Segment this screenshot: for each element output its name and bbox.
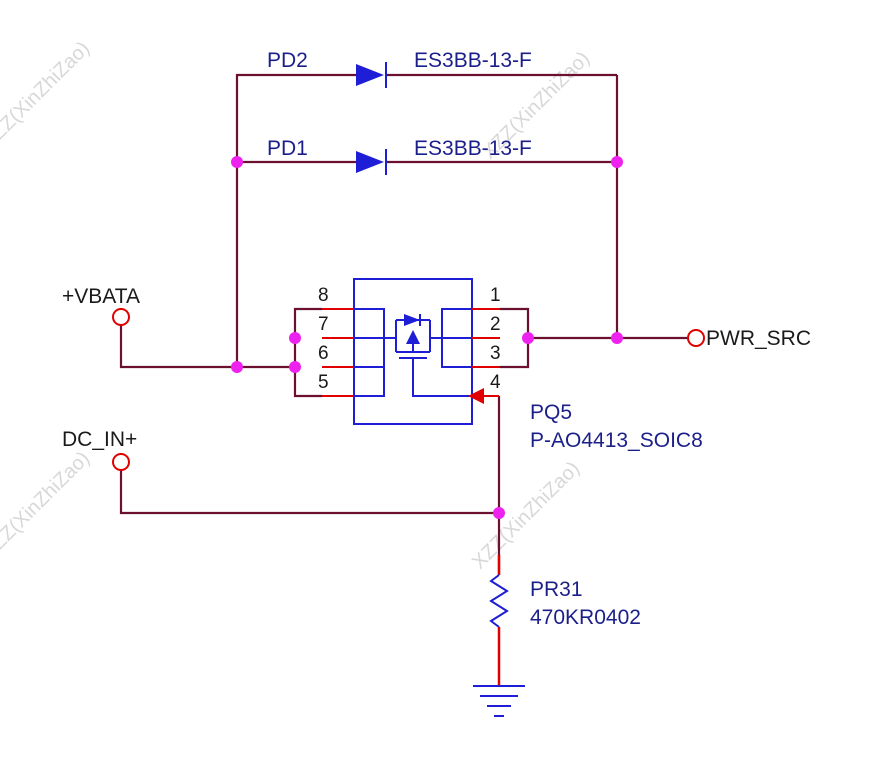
component-ref: PR31 <box>530 578 583 601</box>
net-port-dc-in[interactable]: DC_IN+ <box>62 428 137 471</box>
pin-number: 1 <box>490 285 501 306</box>
component-value: 470KR0402 <box>530 606 641 629</box>
pin-number: 2 <box>490 314 501 335</box>
mosfet-pq5[interactable]: 8 7 6 5 1 2 3 4 PQ5 P-AO4413_SOIC8 <box>318 278 703 452</box>
watermark: XZZ(XinZhiZao) <box>0 447 94 563</box>
component-ref: PD1 <box>267 137 308 160</box>
junction-dot <box>611 332 623 344</box>
junction-dot <box>289 332 301 344</box>
net-port-vbata[interactable]: +VBATA <box>62 285 140 326</box>
pin-number: 6 <box>318 343 329 364</box>
junction-dot <box>611 156 623 168</box>
junctions <box>231 156 623 519</box>
watermark: XZZ(XinZhiZao) <box>468 457 584 573</box>
component-value: ES3BB-13-F <box>414 49 532 72</box>
resistor-pr31[interactable]: PR31 470KR0402 <box>489 555 641 686</box>
junction-dot <box>493 507 505 519</box>
gate-arrow-icon <box>468 388 484 404</box>
diode-pd1[interactable]: PD1 ES3BB-13-F <box>267 137 532 175</box>
pin-number: 3 <box>490 343 501 364</box>
component-value: ES3BB-13-F <box>414 137 532 160</box>
wires <box>119 73 688 575</box>
junction-dot <box>289 361 301 373</box>
junction-dot <box>231 361 243 373</box>
junction-dot <box>522 332 534 344</box>
component-ref: PD2 <box>267 49 308 72</box>
port-circle-icon <box>687 329 705 347</box>
ground-icon <box>473 685 525 717</box>
pin-number: 4 <box>490 372 501 393</box>
port-circle-icon <box>112 453 130 471</box>
diode-pd2[interactable]: PD2 ES3BB-13-F <box>267 49 532 88</box>
net-port-pwr-src[interactable]: PWR_SRC <box>687 327 811 350</box>
junction-dot <box>231 156 243 168</box>
mosfet-body <box>353 278 473 425</box>
net-label: DC_IN+ <box>62 428 137 451</box>
pin-number: 8 <box>318 285 329 306</box>
pin-number: 5 <box>318 372 329 393</box>
mosfet-symbol-icon <box>384 314 472 397</box>
pin-number: 7 <box>318 314 329 335</box>
component-ref: PQ5 <box>530 401 572 424</box>
resistor-icon <box>489 574 509 628</box>
watermark: XZZ(XinZhiZao) <box>0 37 94 153</box>
port-circle-icon <box>112 308 130 326</box>
net-label: +VBATA <box>62 285 140 308</box>
diode-icon <box>356 151 384 173</box>
net-label: PWR_SRC <box>706 327 811 350</box>
component-value: P-AO4413_SOIC8 <box>530 429 703 452</box>
diode-icon <box>356 64 384 86</box>
